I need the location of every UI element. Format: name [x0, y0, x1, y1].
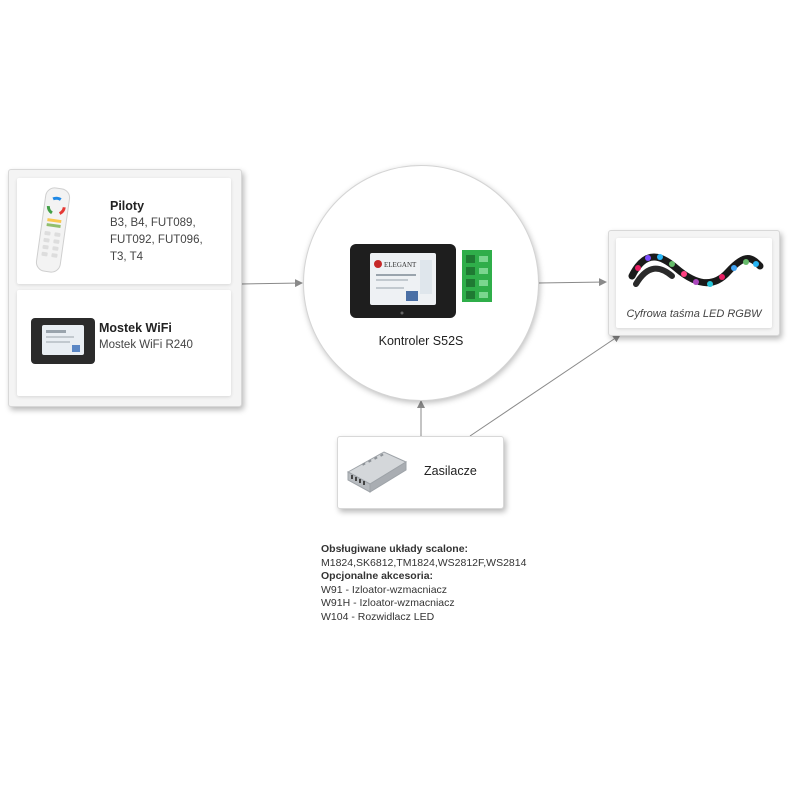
- arrow-controller-to-strip: [537, 278, 607, 287]
- accessory-item: W91 - Izloator-wzmacniacz: [321, 583, 448, 596]
- ic-list: M1824,SK6812,TM1824,WS2812F,WS2814: [321, 556, 527, 569]
- power-supply-label: Zasilacze: [424, 464, 477, 478]
- input-devices-group: Piloty B3, B4, FUT089, FUT092, FUT096, T…: [8, 169, 242, 407]
- wifi-bridge-icon: [31, 318, 95, 364]
- power-supply-card: Zasilacze: [337, 436, 504, 509]
- wifi-bridge-title: Mostek WiFi: [99, 321, 172, 335]
- ic-heading: Obsługiwane układy scalone:: [321, 543, 469, 555]
- accessories-heading: Opcjonalne akcesoria:: [321, 570, 434, 583]
- accessory-item: W91H - Izloator-wzmacniacz: [321, 597, 455, 610]
- remotes-line-1: B3, B4, FUT089,: [110, 217, 196, 229]
- arrow-psu-to-strip: [469, 334, 621, 437]
- led-strip-icon: [628, 253, 764, 287]
- controller-label: Kontroler S52S: [378, 334, 464, 348]
- controller-brand: ELEGANT: [384, 261, 417, 269]
- arrow-inputs-to-controller: [240, 279, 303, 288]
- led-strip-panel: Cyfrowa taśma LED RGBW: [616, 238, 772, 328]
- power-supply-icon: [346, 451, 408, 493]
- controller-node: ELEGANT Kontroler S52S: [303, 165, 539, 401]
- remotes-line-3: T3, T4: [110, 251, 144, 263]
- controller-device-icon: ELEGANT: [350, 244, 492, 318]
- remote-control-icon: [35, 187, 71, 273]
- led-strip-label: Cyfrowa taśma LED RGBW: [626, 308, 762, 320]
- led-strip-card: Cyfrowa taśma LED RGBW: [608, 230, 780, 336]
- remotes-panel: Piloty B3, B4, FUT089, FUT092, FUT096, T…: [17, 178, 231, 284]
- remotes-title: Piloty: [110, 199, 145, 213]
- remotes-line-2: FUT092, FUT096,: [110, 234, 203, 246]
- wifi-bridge-subtitle: Mostek WiFi R240: [99, 339, 193, 351]
- accessory-item: W104 - Rozwidlacz LED: [321, 610, 435, 623]
- wifi-bridge-panel: Mostek WiFi Mostek WiFi R240: [17, 290, 231, 396]
- notes-block: Obsługiwane układy scalone: M1824,SK6812…: [321, 543, 526, 625]
